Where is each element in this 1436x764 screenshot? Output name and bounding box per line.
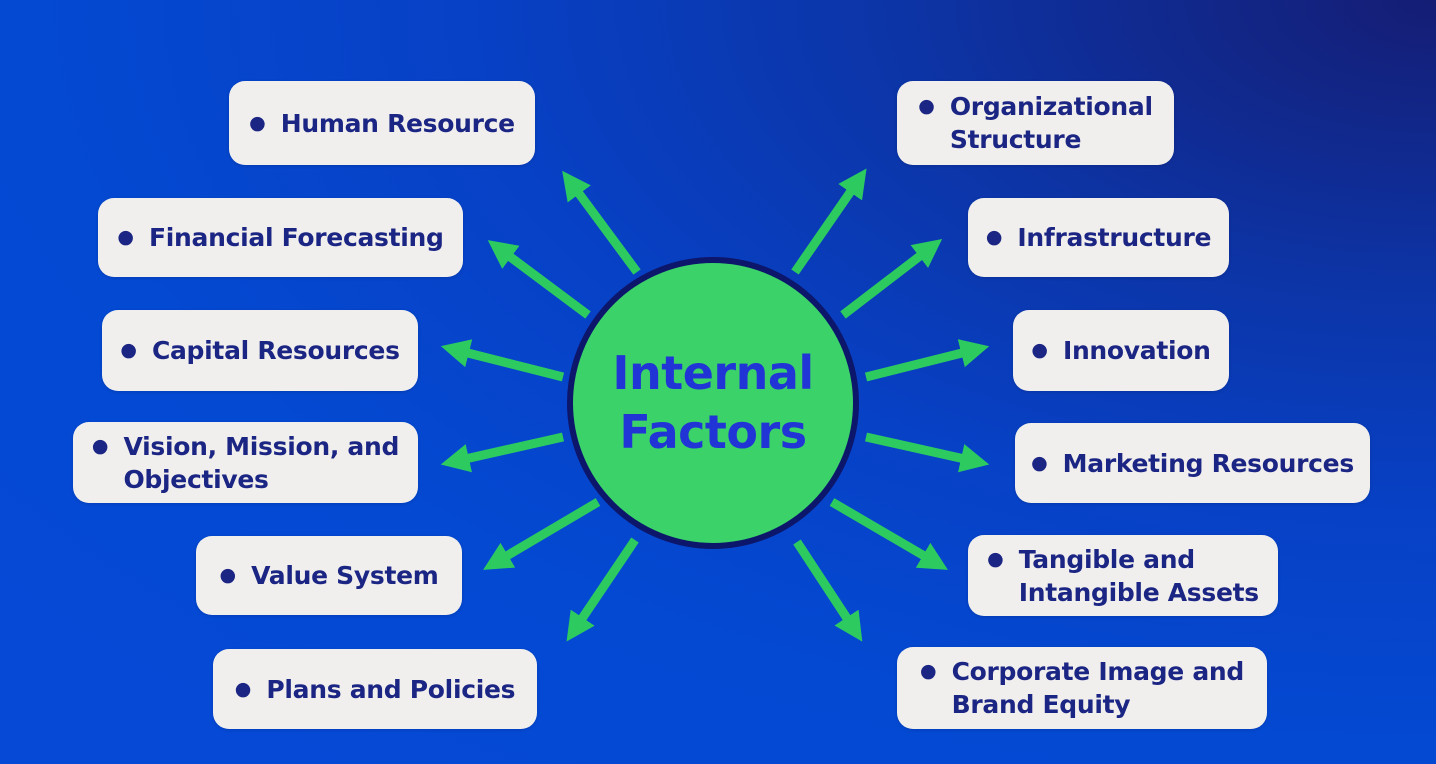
factor-box-infrastructure: ● Infrastructure <box>968 198 1229 277</box>
bullet-icon: ● <box>234 677 252 700</box>
factor-label: Human Resource <box>280 108 515 138</box>
factor-label: Vision, Mission, and Objectives <box>123 431 400 494</box>
factor-label: Plans and Policies <box>266 674 516 704</box>
bullet-icon: ● <box>1031 451 1048 474</box>
bullet-icon: ● <box>91 434 109 457</box>
factor-label: Corporate Image and Brand Equity <box>951 657 1245 719</box>
factor-label: Value System <box>251 561 439 590</box>
arrow-vision-mission-objectives <box>440 432 564 473</box>
factor-box-financial-forecasting: ● Financial Forecasting <box>98 198 463 277</box>
bullet-icon: ● <box>219 564 237 586</box>
bullet-icon: ● <box>120 339 137 361</box>
factor-box-value-system: ● Value System <box>196 536 462 615</box>
center-title-line2: Factors <box>619 405 807 459</box>
bullet-icon: ● <box>987 547 1004 570</box>
factor-label: Innovation <box>1062 336 1211 365</box>
arrow-plans-policies <box>566 537 639 642</box>
factor-label: Infrastructure <box>1017 223 1212 252</box>
arrow-value-system <box>483 498 601 570</box>
bullet-icon: ● <box>249 111 266 134</box>
factor-box-corporate-image: ● Corporate Image and Brand Equity <box>897 647 1267 729</box>
arrow-innovation <box>864 339 990 382</box>
arrow-marketing-resources <box>865 432 990 473</box>
center-node: Internal Factors <box>567 257 859 549</box>
factor-box-marketing-resources: ● Marketing Resources <box>1015 423 1370 503</box>
factor-box-innovation: ● Innovation <box>1013 310 1229 391</box>
arrow-tangible-assets <box>829 498 948 570</box>
factor-label: Tangible and Intangible Assets <box>1018 544 1259 607</box>
factor-label: Capital Resources <box>151 336 400 365</box>
arrow-capital-resources <box>440 339 565 382</box>
factor-box-plans-policies: ● Plans and Policies <box>213 649 537 729</box>
factor-label: Financial Forecasting <box>148 223 444 252</box>
bullet-icon: ● <box>985 226 1003 248</box>
arrow-financial-forecasting <box>487 240 591 319</box>
factor-box-human-resource: ● Human Resource <box>229 81 535 165</box>
center-title-line1: Internal <box>612 346 814 401</box>
arrow-corporate-image <box>793 539 863 642</box>
arrow-infrastructure <box>840 238 943 319</box>
arrow-human-resource <box>562 170 641 275</box>
factor-label: Marketing Resources <box>1062 448 1355 478</box>
factor-box-organizational-structure: ● Organizational Structure <box>897 81 1174 165</box>
arrow-organizational-structure <box>791 168 867 275</box>
factor-box-capital-resources: ● Capital Resources <box>102 310 418 391</box>
bullet-icon: ● <box>117 226 134 248</box>
bullet-icon: ● <box>1031 339 1048 361</box>
bullet-icon: ● <box>920 660 937 682</box>
factor-box-vision-mission-objectives: ● Vision, Mission, and Objectives <box>73 422 418 503</box>
bullet-icon: ● <box>918 95 935 117</box>
factor-box-tangible-assets: ● Tangible and Intangible Assets <box>968 535 1278 616</box>
factor-label: Organizational Structure <box>949 92 1153 154</box>
